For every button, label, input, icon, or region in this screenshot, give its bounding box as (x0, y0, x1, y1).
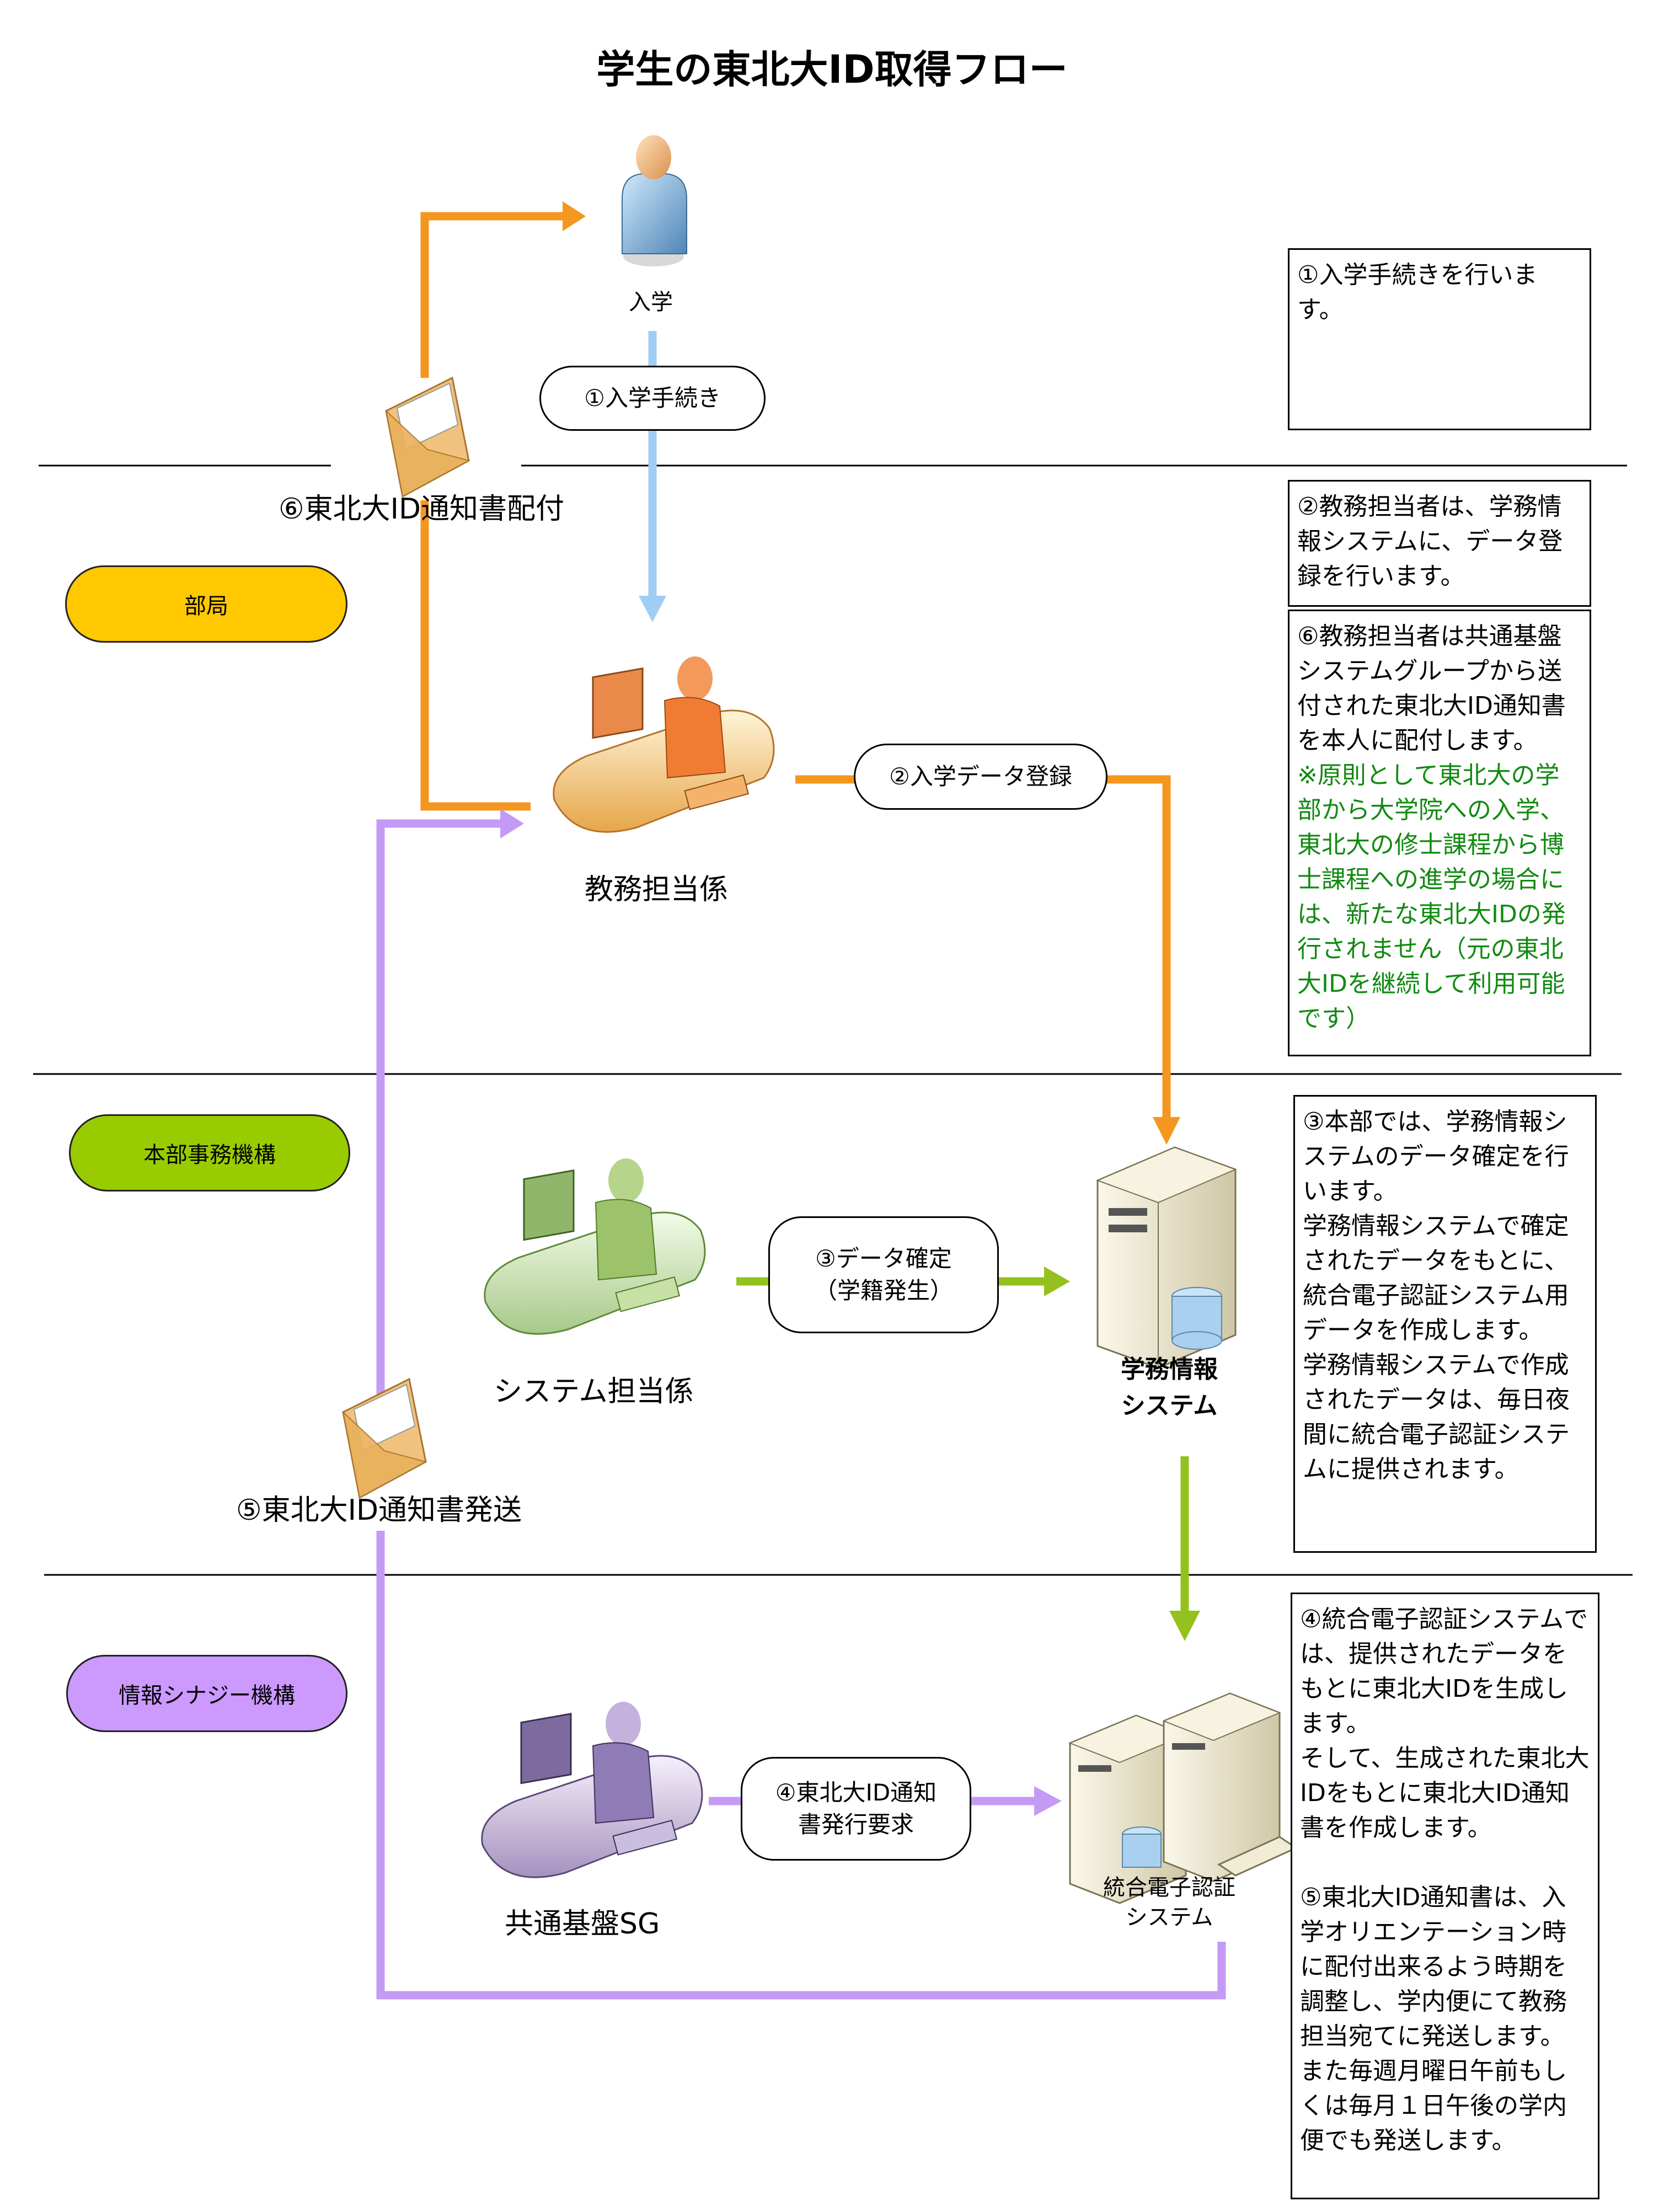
step2-label: ②入学データ登録 (889, 763, 1072, 790)
step4-pill: ④東北大ID通知 書発行要求 (741, 1757, 971, 1861)
step3-pill: ③データ確定 （学籍発生） (768, 1216, 999, 1333)
note-step2: ②教務担当者は、学務情報システムに、データ登録を行います。 (1288, 480, 1591, 607)
envelope-icon-step5 (342, 1377, 427, 1499)
arrow-step5-head (500, 809, 524, 838)
auth-servers-icon (1068, 1692, 1298, 1904)
dept-bukyoku: 部局 (65, 565, 347, 643)
arrow-step6 (420, 212, 565, 811)
arrow-step6-head (563, 201, 586, 231)
kyotsu-label: 共通基盤SG (505, 1908, 660, 1941)
note-step1-text: ①入学手続きを行います。 (1297, 261, 1538, 324)
page-title: 学生の東北大ID取得フロー (596, 47, 1068, 92)
gakumu-server-icon (1096, 1146, 1237, 1369)
note-step4-5: ④統合電子認証システムでは、提供されたデータをもとに東北大IDを生成します。 そ… (1291, 1593, 1599, 2199)
envelope-icon-step6 (385, 376, 470, 498)
auth-system-label: 統合電子認証 システム (1103, 1875, 1235, 1930)
dept-synergy-label: 情報シナジー機構 (119, 1683, 295, 1708)
system-staff-label: システム担当係 (494, 1375, 694, 1408)
arrow-step5 (376, 819, 1226, 2000)
kyomu-label: 教務担当係 (585, 873, 729, 906)
note-step6-remark: ※原則として東北大の学部から大学院への入学、東北大の修士課程から博士課程への進学… (1297, 761, 1566, 1033)
kyomu-worker-icon (553, 656, 775, 833)
kyotsu-worker-icon (481, 1702, 703, 1878)
step6-label: ⑥東北大ID通知書配付 (279, 493, 564, 526)
student-person-icon (622, 135, 687, 266)
arrow-gakumu-to-auth (1169, 1456, 1200, 1641)
note-step6-text: ⑥教務担当者は共通基盤システムグループから送付された東北大ID通知書を本人に配付… (1297, 622, 1566, 755)
step4-label: ④東北大ID通知 書発行要求 (775, 1779, 937, 1838)
dept-honbu-label: 本部事務機構 (143, 1142, 276, 1168)
step3-label: ③データ確定 （学籍発生） (814, 1245, 953, 1304)
system-staff-worker-icon (484, 1158, 706, 1335)
arrow-step2-head (1153, 1117, 1180, 1145)
note-step1: ①入学手続きを行います。 (1288, 248, 1591, 430)
arrow-step2 (795, 775, 1171, 1120)
dept-bukyoku-label: 部局 (184, 594, 228, 619)
note-step2-text: ②教務担当者は、学務情報システムに、データ登録を行います。 (1297, 493, 1563, 590)
note-step3: ③本部では、学務情報システムのデータ確定を行います。 学務情報システムで確定され… (1293, 1095, 1597, 1553)
step5-label: ⑤東北大ID通知書発送 (236, 1494, 522, 1527)
note-step3-text: ③本部では、学務情報システムのデータ確定を行います。 学務情報システムで確定され… (1303, 1108, 1570, 1483)
dept-synergy: 情報シナジー機構 (66, 1655, 347, 1732)
lane-separators (33, 464, 1633, 1576)
note-step4-text: ④統合電子認証システムでは、提供されたデータをもとに東北大IDを生成します。 そ… (1300, 1605, 1590, 1842)
step1-pill: ①入学手続き (539, 366, 766, 431)
step1-label: ①入学手続き (584, 384, 721, 412)
dept-honbu: 本部事務機構 (69, 1114, 350, 1192)
gakumu-system-label: 学務情報 システム (1121, 1355, 1218, 1420)
step2-pill: ②入学データ登録 (854, 744, 1107, 810)
note-step6: ⑥教務担当者は共通基盤システムグループから送付された東北大ID通知書を本人に配付… (1288, 610, 1591, 1056)
student-label: 入学 (629, 290, 673, 315)
note-step5-text: ⑤東北大ID通知書は、入学オリエンテーション時に配付出来るよう時期を調整し、学内… (1300, 1883, 1567, 2155)
